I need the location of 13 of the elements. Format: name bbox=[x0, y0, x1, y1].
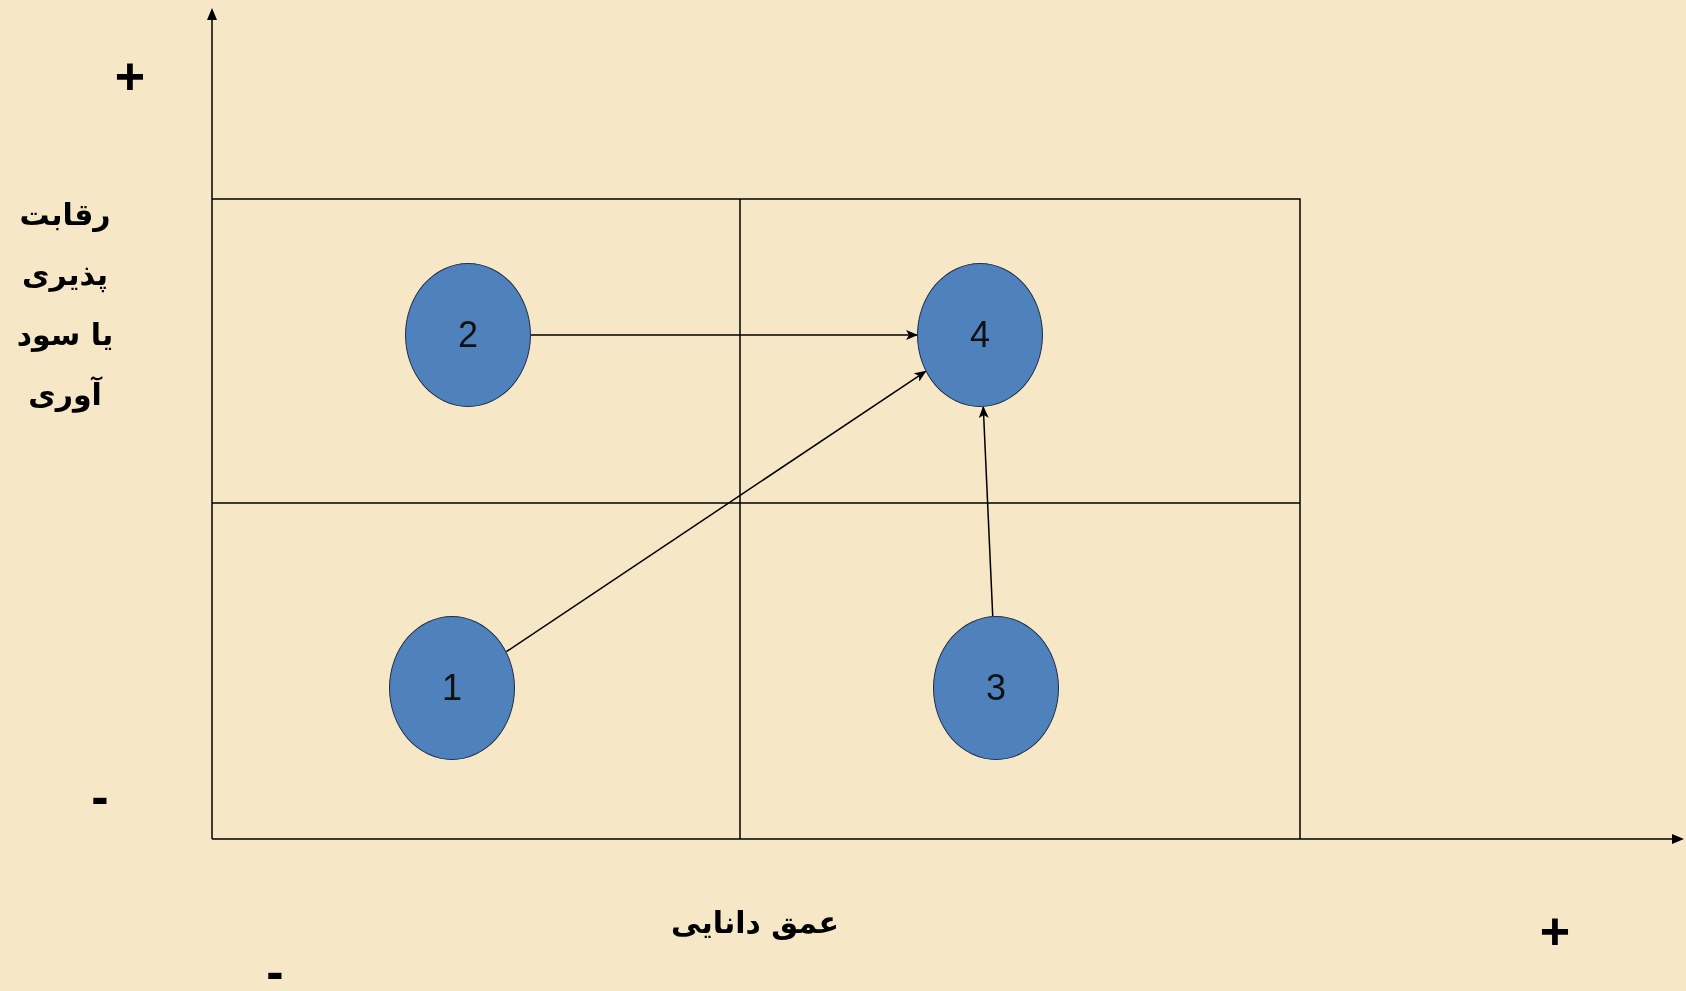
axis-sign: + bbox=[1538, 901, 1572, 962]
arrow bbox=[978, 405, 994, 617]
arrow bbox=[530, 330, 918, 340]
arrow bbox=[505, 370, 927, 653]
axis-title: عمق دانایی bbox=[670, 905, 840, 941]
axis-title: رقابت پذیری یا سود آوری bbox=[15, 196, 115, 415]
axis-sign: + bbox=[113, 46, 147, 107]
axis-sign: - bbox=[265, 941, 285, 991]
number-circle: 4 bbox=[917, 263, 1043, 407]
number-circle: 1 bbox=[389, 616, 515, 760]
number-circle: 3 bbox=[933, 616, 1059, 760]
number-circle: 2 bbox=[405, 263, 531, 407]
axis-sign: - bbox=[90, 766, 110, 827]
